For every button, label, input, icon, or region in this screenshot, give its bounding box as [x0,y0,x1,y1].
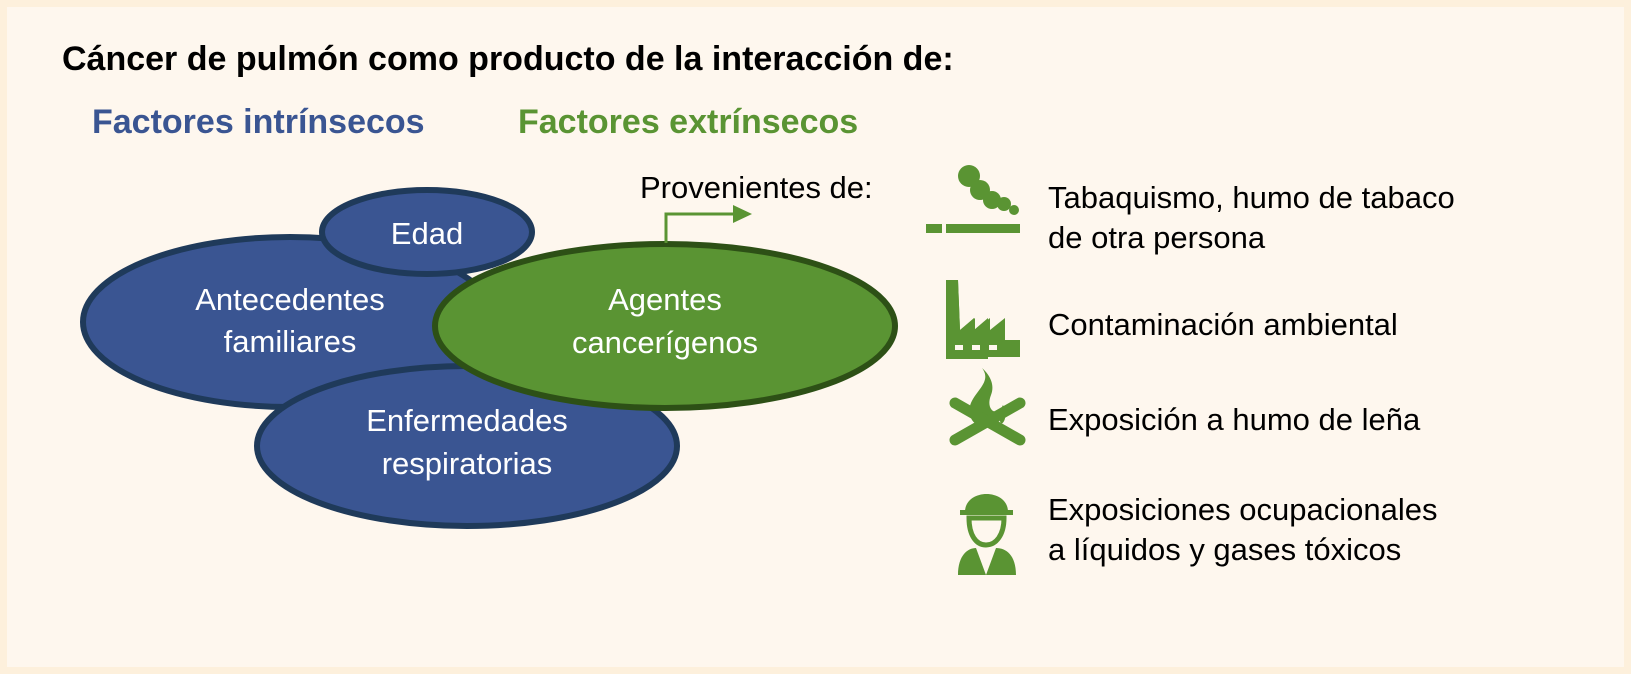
factor-label: cancerígenos [572,325,758,360]
factor-label: familiares [224,324,357,359]
source-tabaquismo: Tabaquismo, humo de tabaco de otra perso… [1048,178,1455,258]
source-label: de otra persona [1048,220,1266,255]
campfire-icon [949,368,1026,446]
source-label: Tabaquismo, humo de tabaco [1048,180,1455,215]
source-label: Exposición a humo de leña [1048,402,1421,437]
factor-label: Antecedentes [195,282,385,317]
factor-label: Edad [391,216,463,251]
factor-enfermedades-respiratorias: Enfermedades respiratorias [254,363,680,529]
factor-edad: Edad [319,187,535,277]
source-label: Exposiciones ocupacionales [1048,492,1438,527]
page-title: Cáncer de pulmón como producto de la int… [62,40,954,78]
source-humo-lena: Exposición a humo de leña [1048,400,1420,440]
factory-icon [946,280,1020,359]
factor-label: Enfermedades [366,403,568,438]
factor-label: Agentes [608,282,722,317]
source-label: a líquidos y gases tóxicos [1048,532,1402,567]
source-label: Contaminación ambiental [1048,307,1398,342]
factor-label: respiratorias [382,446,553,481]
source-ocupacionales: Exposiciones ocupacionales a líquidos y … [1048,490,1437,570]
sources-label: Provenientes de: [640,170,873,205]
worker-icon [958,494,1016,575]
factor-agentes-cancerigenos: Agentes cancerígenos [432,241,898,411]
source-contaminacion: Contaminación ambiental [1048,305,1398,345]
extrinsic-heading: Factores extrínsecos [518,103,859,141]
intrinsic-heading: Factores intrínsecos [92,103,425,141]
cigarette-icon [926,165,1020,233]
arrow-icon [664,205,752,243]
